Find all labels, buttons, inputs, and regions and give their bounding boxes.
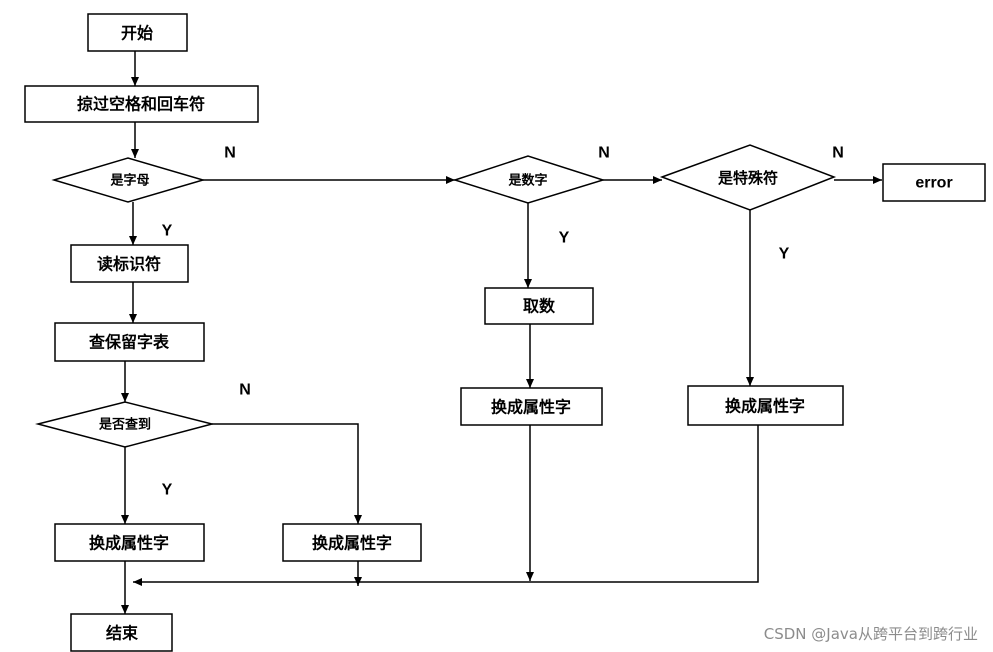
- node-convert-special: [687, 385, 844, 426]
- label-convert-number: 换成属性字: [491, 398, 571, 417]
- node-is-digit: [452, 155, 606, 204]
- edge-found-no: [212, 423, 362, 524]
- edge-merge-to-end: [133, 425, 759, 586]
- node-convert-notfound: [282, 523, 422, 562]
- node-read-identifier: [70, 244, 189, 283]
- label-end: 结束: [105, 624, 139, 643]
- label-convert-notfound: 换成属性字: [312, 534, 392, 553]
- node-is-special: [659, 144, 837, 211]
- edge-label-digit-no: N: [598, 145, 610, 162]
- node-error: [882, 163, 986, 202]
- edge-label-found-yes: Y: [162, 482, 173, 499]
- label-take-number: 取数: [523, 297, 556, 316]
- edge-label-special-yes: Y: [779, 246, 790, 263]
- edge-label-letter-no: N: [224, 145, 236, 162]
- label-start: 开始: [121, 24, 153, 43]
- node-take-number: [484, 287, 594, 325]
- label-is-special: 是特殊符: [717, 169, 778, 187]
- node-is-letter: [51, 157, 206, 203]
- label-skip-spaces: 掠过空格和回车符: [77, 95, 205, 114]
- label-found: 是否查到: [98, 417, 151, 433]
- label-is-letter: 是字母: [109, 173, 149, 189]
- node-start: [87, 13, 188, 52]
- node-convert-found: [54, 523, 205, 562]
- edge-label-special-no: N: [832, 145, 844, 162]
- label-read-identifier: 读标识符: [97, 255, 161, 274]
- edge-label-letter-yes: Y: [162, 223, 173, 240]
- label-convert-found: 换成属性字: [89, 534, 169, 553]
- label-lookup-reserved: 查保留字表: [89, 333, 170, 352]
- node-lookup-reserved: [54, 322, 205, 362]
- node-found: [35, 401, 215, 448]
- label-error: error: [915, 175, 952, 192]
- node-skip-spaces: [24, 85, 259, 123]
- label-convert-special: 换成属性字: [725, 397, 805, 416]
- node-convert-number: [460, 387, 603, 426]
- watermark-text: CSDN @Java从跨平台到跨行业: [764, 625, 978, 643]
- label-is-digit: 是数字: [507, 173, 547, 189]
- node-end: [70, 613, 173, 652]
- edge-label-digit-yes: Y: [559, 230, 570, 247]
- edge-label-found-no: N: [239, 382, 251, 399]
